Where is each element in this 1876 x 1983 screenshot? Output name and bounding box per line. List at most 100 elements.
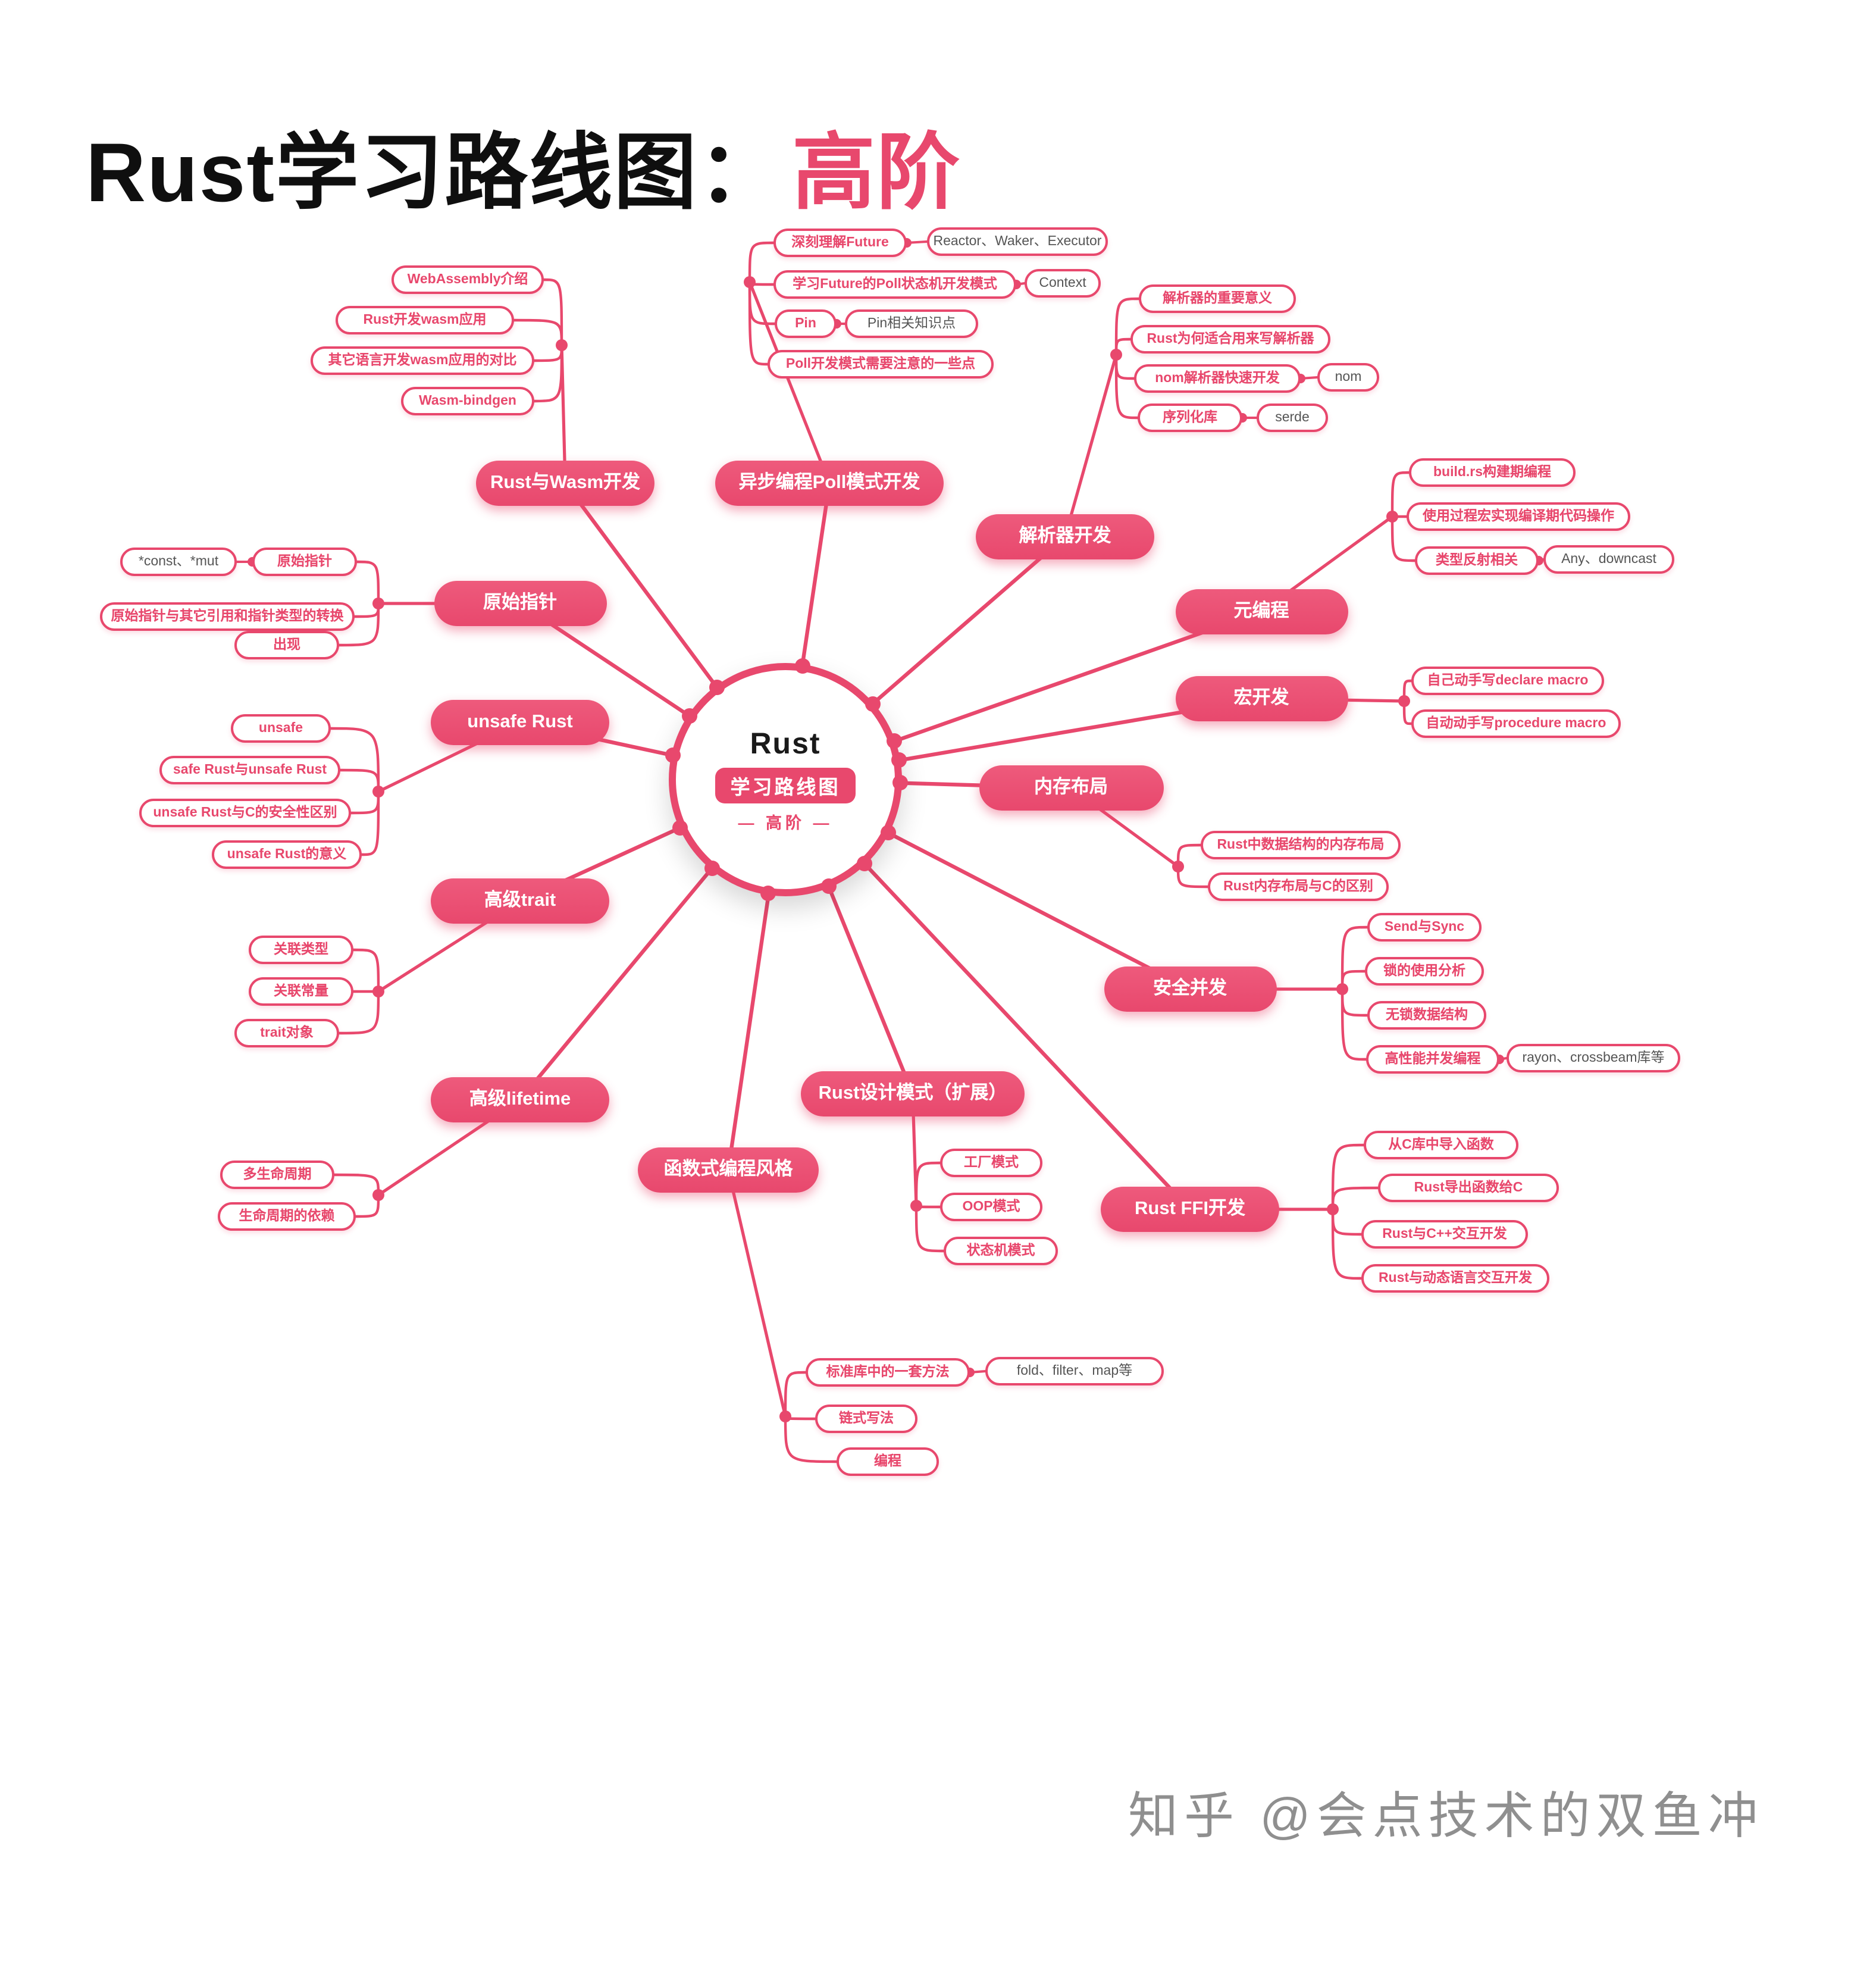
connector [339, 768, 380, 793]
subtopic-pill: Send与Sync [1367, 913, 1482, 942]
central-topic-level: — 高阶 — [738, 814, 833, 831]
subtopic-pill: 锁的使用分析 [1365, 957, 1484, 986]
connector [784, 1415, 838, 1463]
branch-node: 元编程 [1175, 589, 1348, 634]
connector [360, 790, 380, 856]
page-title-main: Rust学习路线图： [86, 126, 783, 219]
connector [748, 280, 769, 366]
connector [512, 318, 563, 347]
subtopic-pill: 类型反射相关 [1415, 546, 1539, 575]
subtopic-pill: 学习Future的Poll状态机开发模式 [773, 270, 1016, 299]
subtopic-pill: 从C库中导入函数 [1364, 1131, 1518, 1159]
ring-anchor-dot [820, 878, 837, 894]
connector [355, 560, 380, 605]
subtopic-pill: 生命周期的依赖 [218, 1202, 356, 1231]
subtopic-pill: Rust中数据结构的内存布局 [1201, 831, 1401, 859]
subtopic-pill: 关联类型 [249, 936, 353, 964]
subtopic-pill: Wasm-bindgen [401, 387, 534, 415]
ring-anchor-dot [880, 825, 896, 841]
connector [1341, 925, 1369, 991]
connector [914, 1204, 945, 1253]
subtopic-pill: nom解析器快速开发 [1134, 364, 1301, 393]
subtopic-pill: Pin [775, 309, 837, 338]
connector [542, 278, 563, 347]
connector [352, 948, 380, 993]
subtopic-pill: 高性能并发编程 [1366, 1045, 1499, 1074]
connector [1341, 987, 1368, 1061]
connector [1402, 679, 1413, 703]
connector [1114, 337, 1132, 356]
connector [1341, 969, 1367, 991]
connector [1331, 1208, 1363, 1280]
detail-pill: fold、filter、map等 [985, 1357, 1164, 1385]
connector [1402, 699, 1413, 725]
branch-node: Rust设计模式（扩展） [801, 1071, 1025, 1116]
ring-anchor-dot [886, 733, 902, 749]
ring-anchor-dot [891, 752, 907, 768]
subtopic-pill: Rust为何适合用来写解析器 [1130, 325, 1330, 354]
subtopic-pill: 原始指针与其它引用和指针类型的转换 [100, 602, 355, 631]
subtopic-pill: 出现 [234, 631, 339, 659]
subtopic-pill: 编程 [837, 1447, 939, 1476]
connector [1176, 865, 1210, 889]
branch-node: Rust FFI开发 [1101, 1187, 1279, 1232]
connector [726, 1168, 787, 1418]
detail-pill: Pin相关知识点 [845, 309, 978, 338]
connector [914, 1161, 942, 1208]
subtopic-pill: 状态机模式 [944, 1237, 1058, 1265]
ring-anchor-dot [794, 658, 810, 674]
watermark: 知乎 @会点技术的双鱼冲 [1128, 1788, 1764, 1844]
subtopic-pill: 解析器的重要意义 [1139, 284, 1296, 313]
ring-anchor-dot [681, 708, 697, 724]
connector [533, 343, 563, 403]
subtopic-pill: Rust与动态语言交互开发 [1361, 1264, 1549, 1293]
subtopic-pill: Rust与C++交互开发 [1361, 1220, 1528, 1249]
subtopic-pill: Rust导出函数给C [1378, 1174, 1559, 1202]
connector [333, 1173, 380, 1197]
page-title-accent: 高阶 [792, 126, 962, 219]
ring-anchor-dot [865, 696, 881, 712]
branch-node: 函数式编程风格 [638, 1147, 819, 1193]
branch-node: 内存布局 [979, 765, 1163, 811]
ring-anchor-dot [857, 856, 872, 872]
connector [329, 727, 380, 793]
connector [1114, 297, 1141, 356]
detail-pill: rayon、crossbeam库等 [1507, 1044, 1680, 1072]
branch-node: 原始指针 [434, 581, 606, 626]
detail-pill: Reactor、Waker、Executor [927, 227, 1108, 256]
ring-anchor-dot [704, 861, 720, 877]
subtopic-pill: unsafe [231, 714, 331, 743]
page-title: Rust学习路线图：高阶 [86, 106, 961, 226]
subtopic-pill: 使用过程宏实现编译期代码操作 [1407, 502, 1630, 531]
subtopic-pill: 链式写法 [815, 1405, 917, 1433]
subtopic-pill: 原始指针 [252, 548, 357, 576]
connector [337, 990, 380, 1035]
subtopic-pill: unsafe Rust的意义 [212, 840, 362, 869]
ring-anchor-dot [672, 820, 688, 836]
subtopic-pill: 其它语言开发wasm应用的对比 [311, 346, 534, 375]
connector [1114, 353, 1139, 420]
ring-anchor-dot [665, 747, 681, 764]
subtopic-pill: 工厂模式 [940, 1149, 1042, 1177]
connector [354, 1193, 380, 1218]
subtopic-pill: 无锁数据结构 [1367, 1001, 1486, 1030]
subtopic-pill: 多生命周期 [220, 1161, 334, 1189]
subtopic-pill: Rust开发wasm应用 [336, 306, 514, 334]
connector [1390, 471, 1411, 518]
branch-node: Rust与Wasm开发 [476, 461, 654, 506]
branch-node: 异步编程Poll模式开发 [715, 461, 944, 506]
subtopic-pill: build.rs构建期编程 [1409, 458, 1576, 487]
branch-node: unsafe Rust [431, 700, 609, 745]
ring-anchor-dot [709, 679, 725, 695]
connector [1331, 1143, 1365, 1211]
connector [748, 241, 775, 284]
connector [1390, 515, 1417, 562]
connector [1176, 843, 1202, 868]
subtopic-pill: safe Rust与unsafe Rust [159, 756, 340, 784]
subtopic-pill: trait对象 [234, 1019, 339, 1047]
branch-node: 宏开发 [1175, 676, 1348, 721]
connector [1331, 1186, 1380, 1211]
